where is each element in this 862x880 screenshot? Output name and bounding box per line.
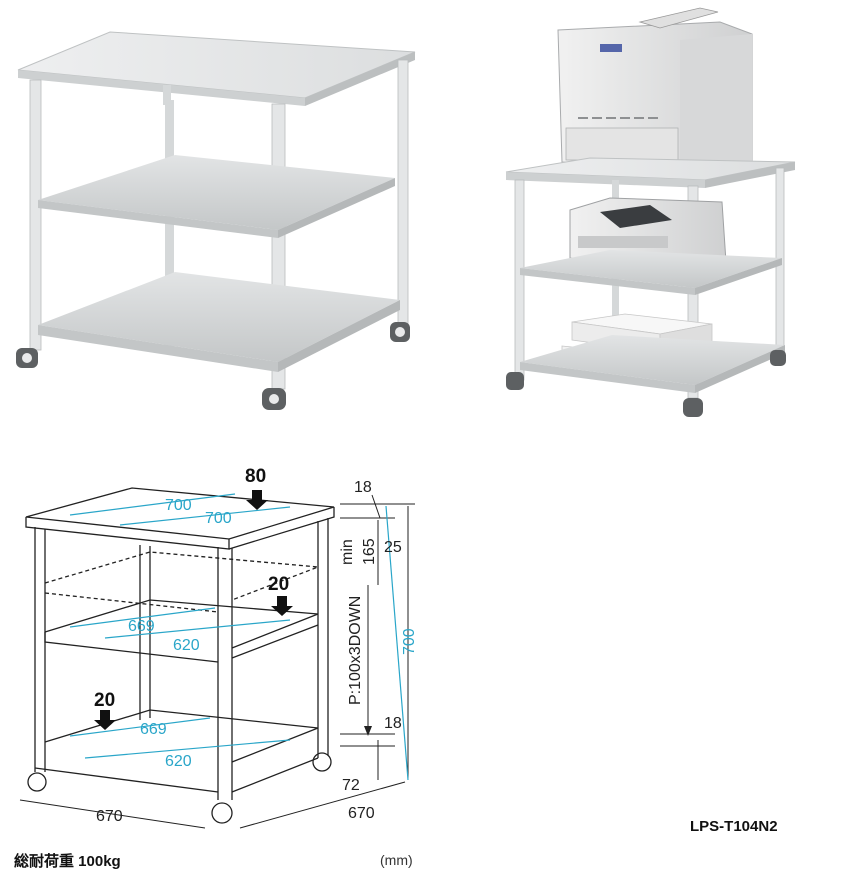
shelf-mid-width-label: 669 — [128, 618, 155, 635]
height-total-label: 700 — [401, 628, 418, 655]
shelf-bot-width-label: 669 — [140, 721, 167, 738]
top-depth-label: 700 — [205, 510, 232, 527]
load-middle-label: 20 — [268, 574, 289, 595]
cart-photo-with-printers — [505, 7, 796, 417]
base-width-label: 670 — [96, 808, 123, 825]
model-number: LPS-T104N2 — [690, 818, 778, 835]
shelf-mid-depth-label: 620 — [173, 637, 200, 654]
bottom-thickness-label: 18 — [384, 715, 402, 732]
total-load-capacity: 総耐荷重 100kg — [14, 853, 121, 870]
laser-printer — [557, 7, 753, 173]
cyan-dimension-lines — [69, 493, 409, 781]
unit-label: (mm) — [380, 852, 413, 868]
min-gap-label: 165 — [361, 538, 378, 565]
base-depth-label: 670 — [348, 805, 375, 822]
dimension-drawing — [19, 487, 415, 829]
min-label: min — [339, 539, 356, 565]
shelf-bot-depth-label: 620 — [165, 753, 192, 770]
load-arrow-icon — [94, 490, 293, 730]
pitch-arrow-icon — [364, 726, 372, 736]
top-width-label: 700 — [165, 497, 192, 514]
top-thickness-label: 18 — [354, 479, 372, 496]
top-gap-label: 25 — [384, 539, 402, 556]
load-top-label: 80 — [245, 466, 266, 487]
cart-photo-empty — [16, 31, 416, 410]
caster-height-label: 72 — [342, 777, 360, 794]
pitch-label: P:100x3DOWN — [347, 596, 364, 705]
load-bottom-label: 20 — [94, 690, 115, 711]
